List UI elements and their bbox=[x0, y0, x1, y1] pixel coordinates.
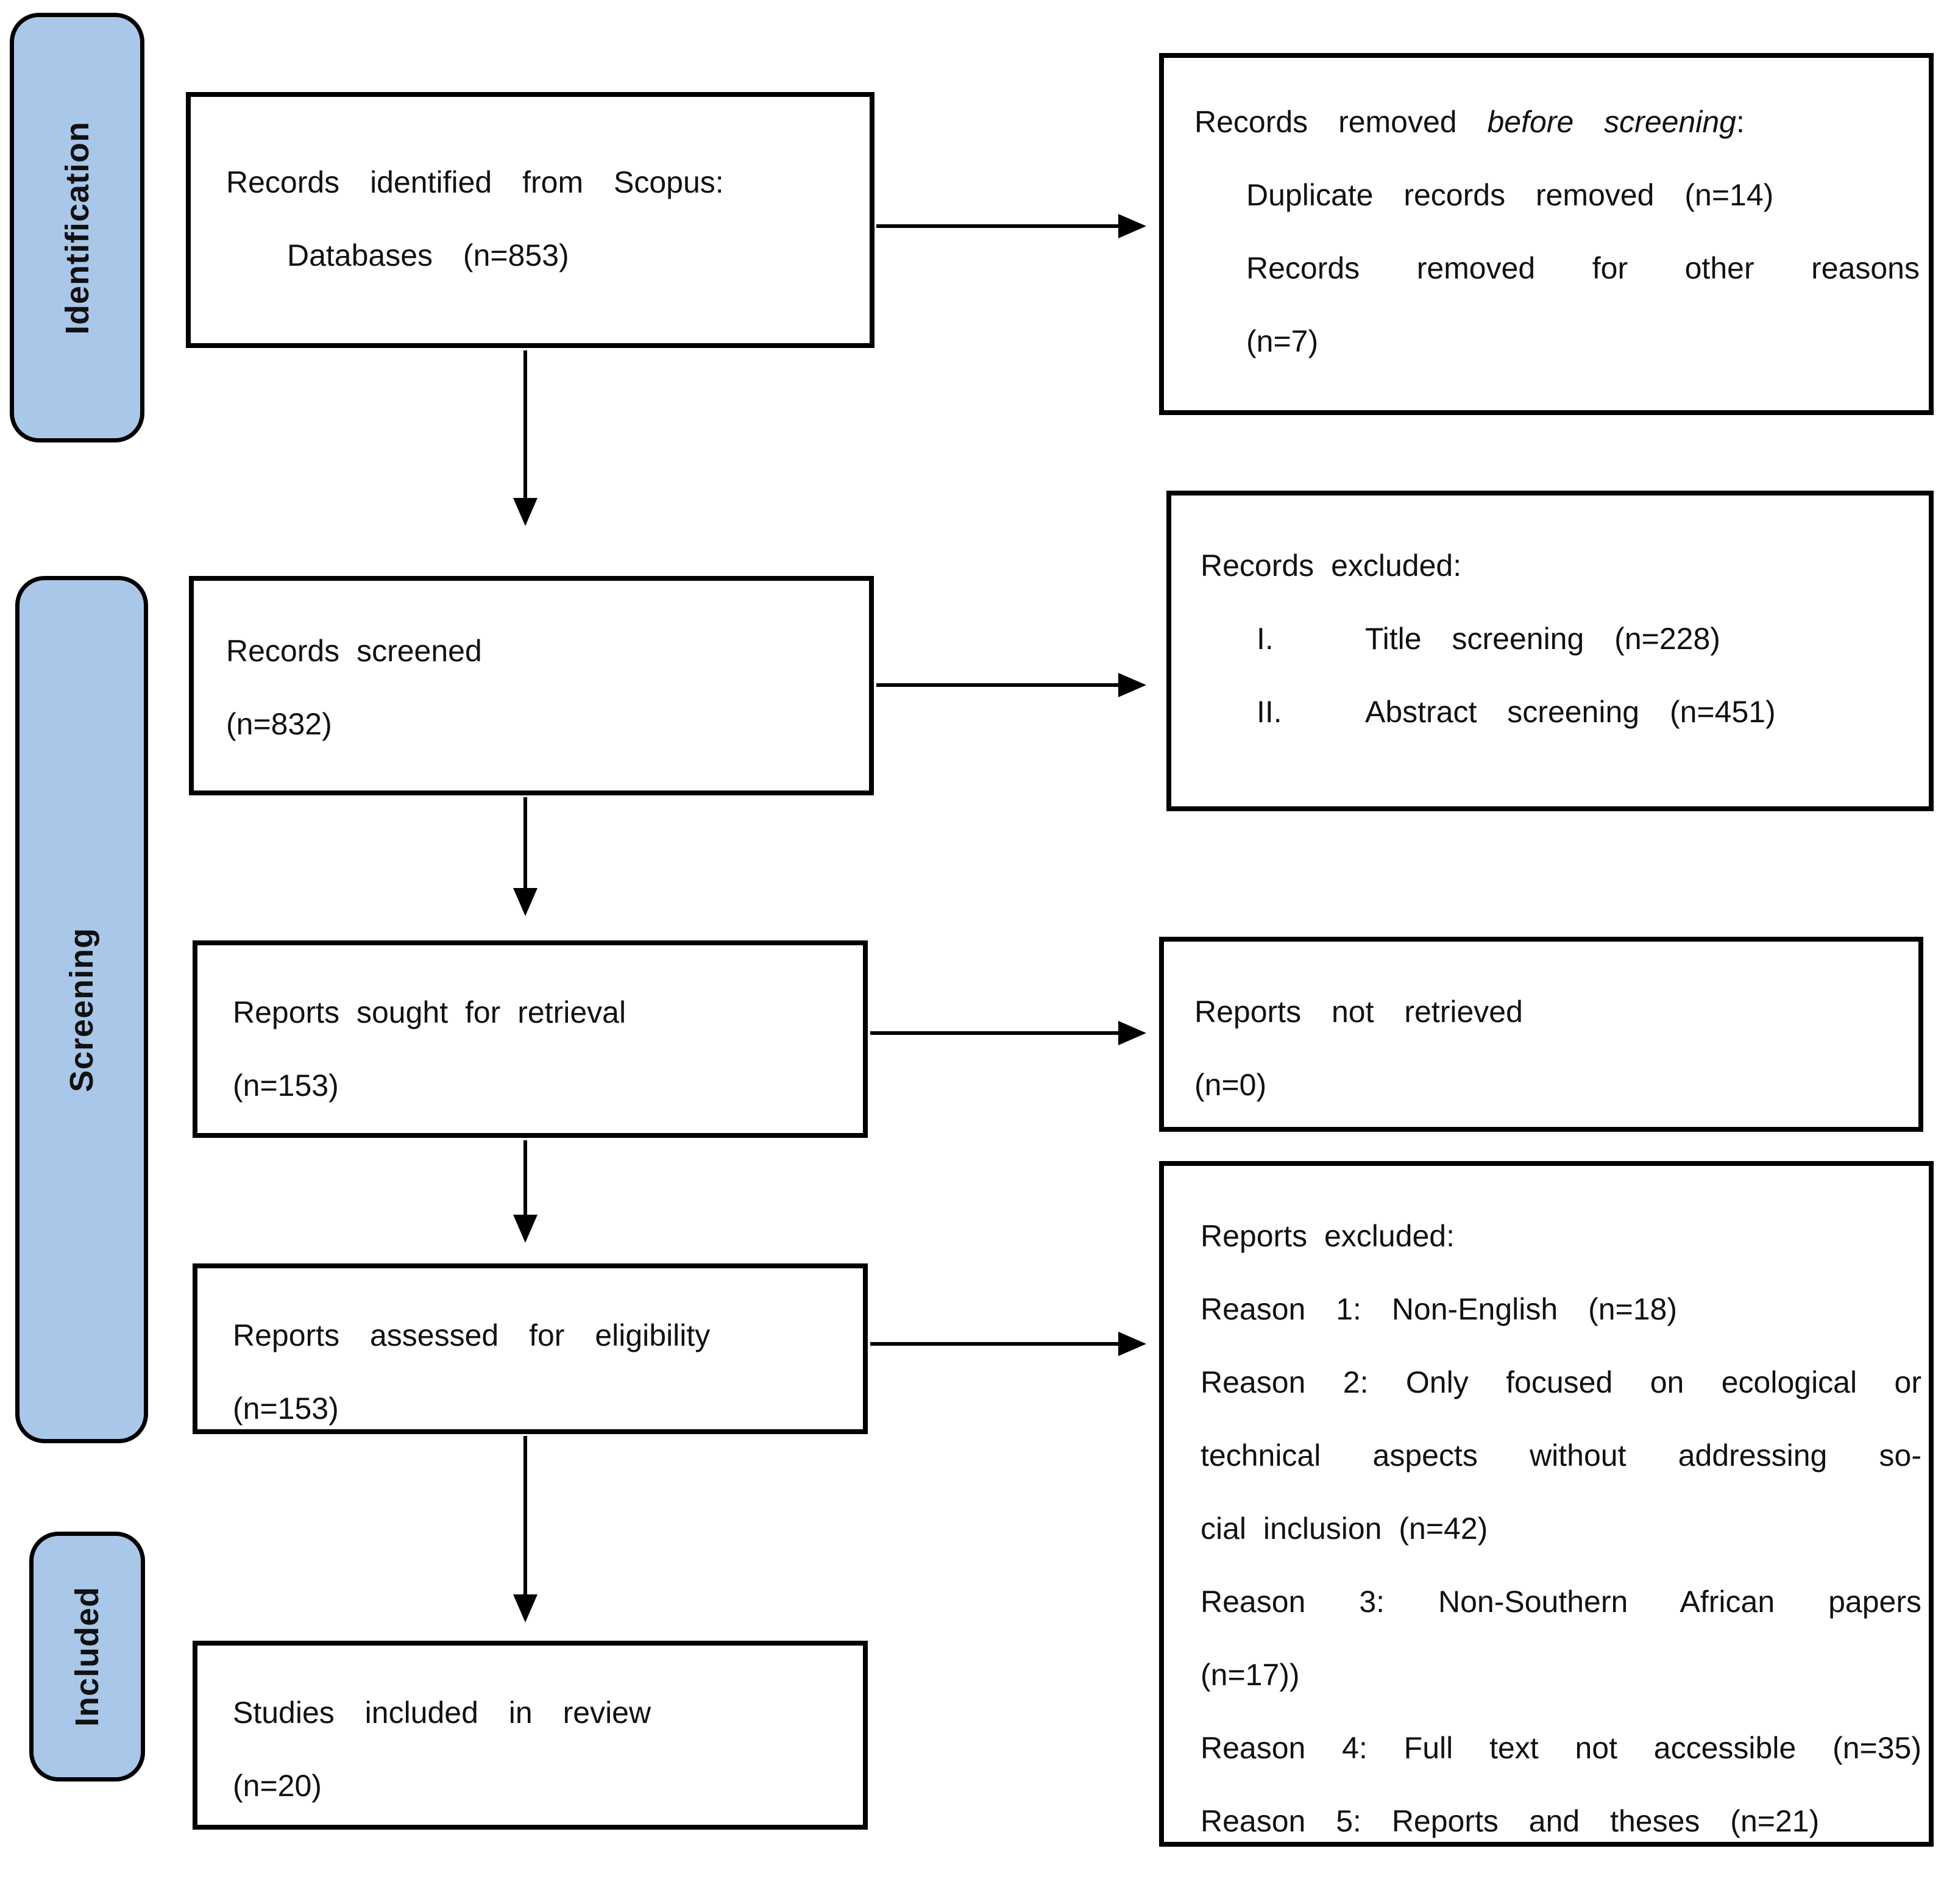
box-text-line: Reports assessed for eligibility bbox=[233, 1318, 711, 1352]
stage-pill-included: Included bbox=[29, 1532, 145, 1781]
box-text-line: Records screened bbox=[226, 634, 482, 668]
down-arrow-head-2 bbox=[513, 888, 537, 916]
box-title: Reports excluded: bbox=[1201, 1219, 1455, 1253]
box-text-line: Records removed for other reasons bbox=[1246, 251, 1920, 285]
right-arrow-line-2 bbox=[876, 683, 1118, 687]
box-reports-sought: Reports sought for retrieval (n=153) bbox=[193, 940, 868, 1138]
stage-pill-screening: Screening bbox=[15, 576, 148, 1443]
list-item: I. Title screening (n=228) bbox=[1201, 602, 1920, 675]
down-arrow-head-3 bbox=[513, 1215, 537, 1243]
box-records-identified: Records identified from Scopus: Database… bbox=[186, 92, 874, 348]
stage-label-identification: Identification bbox=[59, 121, 96, 335]
down-arrow-head-4 bbox=[513, 1594, 537, 1622]
box-text-line: Reason 4: Full text not accessible (n=35… bbox=[1201, 1731, 1921, 1765]
down-arrow-line-4 bbox=[523, 1436, 527, 1594]
box-text-line: Records identified from Scopus: bbox=[226, 165, 724, 199]
right-arrow-head-2 bbox=[1118, 673, 1146, 697]
right-arrow-line-1 bbox=[876, 224, 1118, 228]
list-item: II. Abstract screening (n=451) bbox=[1201, 675, 1920, 748]
title-text: Records removed bbox=[1194, 105, 1488, 139]
box-reports-not-retrieved: Reports not retrieved (n=0) bbox=[1159, 937, 1923, 1132]
list-text: Title screening (n=228) bbox=[1365, 622, 1720, 656]
box-text-line: (n=0) bbox=[1194, 1068, 1267, 1102]
list-text: Abstract screening (n=451) bbox=[1365, 695, 1776, 729]
box-text-line: Reports sought for retrieval bbox=[233, 995, 626, 1029]
right-arrow-head-4 bbox=[1118, 1332, 1146, 1356]
down-arrow-line-1 bbox=[523, 350, 527, 498]
right-arrow-line-3 bbox=[870, 1031, 1118, 1035]
box-text-line: (n=153) bbox=[233, 1068, 339, 1103]
box-reports-excluded: Reports excluded: Reason 1: Non-English … bbox=[1159, 1161, 1934, 1847]
title-text: : bbox=[1736, 105, 1745, 139]
list-marker: I. bbox=[1257, 622, 1274, 656]
right-arrow-head-1 bbox=[1118, 214, 1146, 238]
box-text-line: Studies included in review bbox=[233, 1696, 651, 1730]
box-text-line: Reason 5: Reports and theses (n=21) bbox=[1201, 1804, 1820, 1838]
box-text-line: Reports not retrieved bbox=[1194, 995, 1523, 1029]
box-text-line: (n=7) bbox=[1246, 324, 1319, 358]
box-text-line: (n=153) bbox=[233, 1391, 339, 1426]
box-text-line: (n=17)) bbox=[1201, 1658, 1300, 1692]
box-records-excluded: Records excluded: I. Title screening (n=2… bbox=[1166, 491, 1934, 811]
box-text-line: Reason 1: Non-English (n=18) bbox=[1201, 1292, 1677, 1326]
box-text-line: technical aspects without addressing so- bbox=[1201, 1438, 1921, 1472]
box-text-line: Reason 2: Only focused on ecological or bbox=[1201, 1365, 1921, 1399]
box-title: Records removed before screening: bbox=[1194, 85, 1920, 158]
box-text-line: cial inclusion (n=42) bbox=[1201, 1511, 1488, 1546]
box-text-line: (n=20) bbox=[233, 1769, 322, 1803]
right-arrow-head-3 bbox=[1118, 1021, 1146, 1045]
stage-label-screening: Screening bbox=[63, 927, 100, 1092]
stage-label-included: Included bbox=[69, 1586, 106, 1727]
box-text-line: Reason 3: Non-Southern African papers bbox=[1201, 1585, 1921, 1619]
box-reports-assessed: Reports assessed for eligibility (n=153) bbox=[193, 1263, 868, 1434]
box-text-line: (n=832) bbox=[226, 707, 332, 741]
down-arrow-line-3 bbox=[523, 1140, 527, 1215]
box-text-line: Duplicate records removed (n=14) bbox=[1246, 178, 1774, 212]
down-arrow-line-2 bbox=[523, 797, 527, 888]
list-marker: II. bbox=[1257, 695, 1282, 729]
title-italic-text: before screening bbox=[1487, 105, 1736, 139]
box-text-line: Databases (n=853) bbox=[287, 238, 569, 272]
box-records-removed-before-screening: Records removed before screening: Duplic… bbox=[1159, 53, 1934, 415]
down-arrow-head-1 bbox=[513, 498, 537, 526]
box-title: Records excluded: bbox=[1201, 549, 1462, 583]
box-records-screened: Records screened (n=832) bbox=[189, 576, 874, 795]
right-arrow-line-4 bbox=[870, 1342, 1118, 1346]
box-studies-included: Studies included in review (n=20) bbox=[193, 1641, 868, 1830]
stage-pill-identification: Identification bbox=[10, 13, 144, 442]
